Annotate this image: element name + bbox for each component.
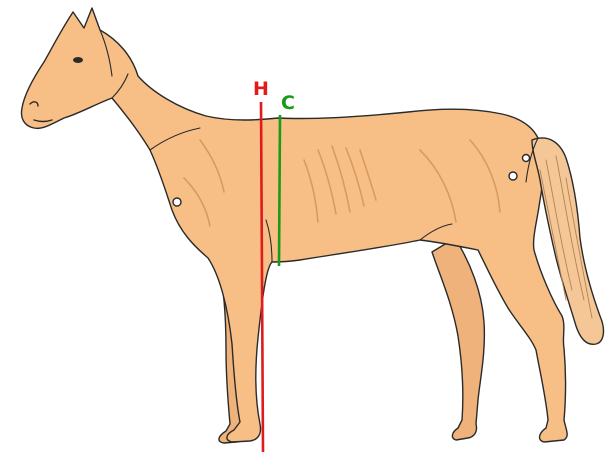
eye xyxy=(73,57,83,63)
hip-point xyxy=(523,155,530,162)
stifle-point xyxy=(509,172,517,180)
elbow-point xyxy=(173,198,181,206)
height-label: H xyxy=(253,78,269,100)
chest-depth-label: C xyxy=(281,92,295,114)
chest-depth-line xyxy=(279,115,280,266)
